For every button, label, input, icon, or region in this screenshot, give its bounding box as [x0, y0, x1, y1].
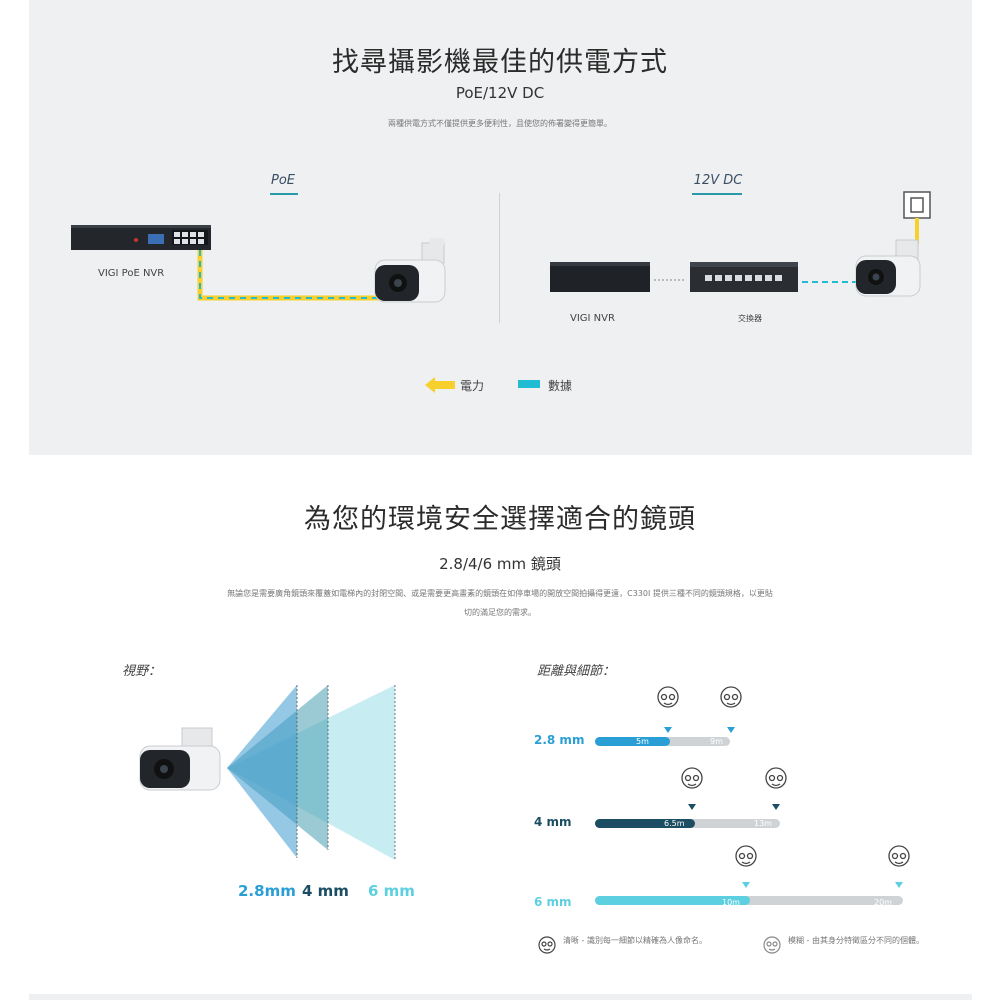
bar-6mm: [595, 896, 750, 905]
bar-near-6mm: 10m: [722, 898, 740, 907]
face-blur-icon: [888, 845, 910, 867]
face-clear-icon: [657, 686, 679, 708]
lens-description-line2: 切的滿足您的需求。: [464, 608, 536, 617]
poe-camera: [374, 238, 446, 303]
data-swatch-icon: [518, 380, 540, 388]
bar-label-6mm: 6 mm: [534, 895, 572, 909]
bar-far-2-8mm: 9m: [710, 737, 723, 746]
blur-face-legend-icon: [763, 936, 781, 954]
distance-heading: 距離與細節：: [537, 664, 616, 679]
fov-label-2-8mm: 2.8mm: [238, 882, 296, 900]
poe-nvr-label: VIGI PoE NVR: [98, 268, 165, 279]
power-section-subtitle: PoE/12V DC: [455, 84, 545, 102]
face-blur-icon: [765, 767, 787, 789]
lens-section-title: 為您的環境安全選擇適合的鏡頭: [304, 504, 696, 535]
poe-underline: [270, 193, 298, 195]
face-clear-icon: [681, 767, 703, 789]
lens-section-subtitle: 2.8/4/6 mm 鏡頭: [439, 555, 561, 573]
fov-heading: 視野：: [122, 664, 162, 679]
lens-camera: [139, 727, 221, 791]
face-clear-icon: [735, 845, 757, 867]
power-outlet-icon: [903, 191, 931, 219]
legend-blur-text: 模糊 - 由其身分特徵區分不同的個體。: [788, 936, 924, 945]
bar-4mm: [595, 819, 695, 828]
switch-device: [690, 262, 798, 292]
bar-2-8mm: [595, 737, 670, 746]
power-section-title: 找尋攝影機最佳的供電方式: [332, 47, 668, 78]
dc-heading: 12V DC: [693, 173, 743, 188]
clear-face-legend-icon: [538, 936, 556, 954]
dc-underline: [692, 193, 742, 195]
dc-nvr-device: [550, 262, 650, 292]
power-arrow-icon: [425, 377, 455, 393]
face-blur-icon: [720, 686, 742, 708]
legend-power-label: 電力: [460, 379, 485, 393]
bar-label-2-8mm: 2.8 mm: [534, 733, 585, 747]
poe-diagram: [71, 225, 446, 303]
section-divider: [499, 193, 500, 323]
legend-data-label: 數據: [548, 379, 573, 393]
legend-clear-text: 清晰 - 識別每一細節以精確為人像命名。: [563, 936, 707, 945]
bar-label-4mm: 4 mm: [534, 815, 572, 829]
dc-diagram: [550, 191, 931, 297]
bar-far-6mm: 20m: [874, 898, 892, 907]
fov-label-4mm: 4 mm: [302, 882, 349, 900]
power-section-description: 兩種供電方式不僅提供更多便利性，且使您的佈署變得更簡單。: [388, 119, 612, 128]
poe-heading: PoE: [270, 173, 295, 188]
fov-diagram: [139, 685, 396, 860]
dc-nvr-label: VIGI NVR: [570, 313, 615, 324]
fov-cone-2-8mm: [227, 685, 297, 858]
bottom-divider: [29, 994, 972, 1000]
bar-near-2-8mm: 5m: [636, 737, 649, 746]
bar-far-4mm: 13m: [754, 819, 772, 828]
switch-label: 交換器: [738, 314, 762, 323]
lens-description-line1: 無論您是需要廣角鏡頭來覆蓋如電梯內的封閉空間、或是需要更高畫素的鏡頭在如停車場的…: [227, 589, 773, 598]
distance-diagram: [595, 686, 910, 905]
bar-near-4mm: 6.5m: [664, 819, 685, 828]
dc-camera: [855, 239, 921, 297]
fov-label-6mm: 6 mm: [368, 882, 415, 900]
poe-nvr-device: [71, 225, 211, 250]
